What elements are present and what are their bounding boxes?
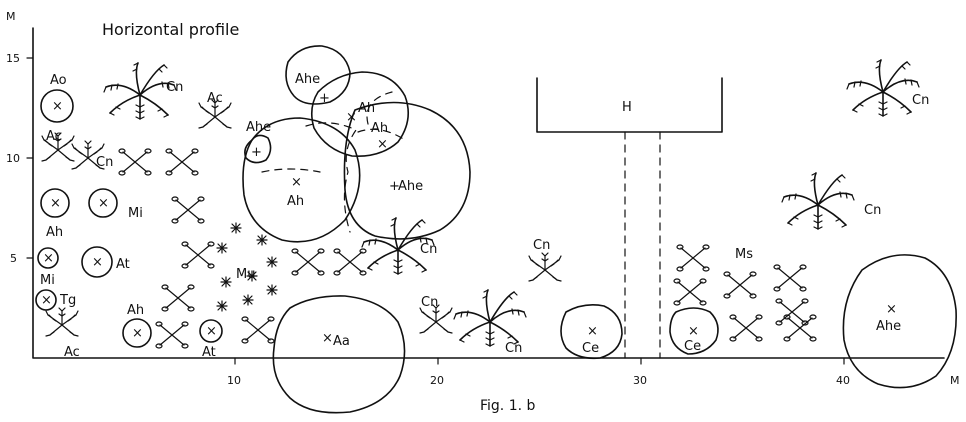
label-Ac-2: Ac bbox=[64, 345, 80, 360]
label-Cn-2: Cn bbox=[96, 155, 113, 170]
svg-text:×: × bbox=[688, 324, 699, 339]
label-Ahe-4: Ahe bbox=[876, 319, 901, 334]
label-Ahe-1: Ahe bbox=[295, 72, 320, 87]
svg-text:×: × bbox=[291, 175, 302, 190]
x-tick-10: 10 bbox=[227, 374, 241, 387]
label-Mi-1: Mi bbox=[128, 206, 143, 221]
label-Ms: Ms bbox=[735, 247, 753, 262]
y-tick-marks bbox=[26, 57, 34, 259]
label-Mi-2: Mi bbox=[40, 273, 55, 288]
label-Ah-4: Ah bbox=[358, 101, 375, 116]
diagram-title: Horizontal profile bbox=[102, 20, 239, 39]
svg-text:+: + bbox=[389, 179, 400, 194]
label-Ah-2: Ah bbox=[127, 303, 144, 318]
label-Cn-5: Cn bbox=[505, 341, 522, 356]
x-tick-30: 30 bbox=[633, 374, 647, 387]
svg-text:×: × bbox=[322, 331, 333, 346]
plant-Mi-crown-1 bbox=[88, 188, 118, 218]
svg-text:×: × bbox=[206, 324, 217, 339]
plant-Ao-crown bbox=[40, 89, 74, 123]
svg-text:×: × bbox=[41, 293, 52, 308]
building-h: H bbox=[536, 77, 723, 359]
svg-text:+: + bbox=[251, 145, 262, 160]
label-Aa: Aa bbox=[333, 334, 350, 349]
label-Cn-6: Cn bbox=[533, 238, 550, 253]
aa-crown: × Aa bbox=[272, 295, 406, 414]
label-Ah-5: Ah bbox=[371, 121, 388, 136]
x-tick-20: 20 bbox=[430, 374, 444, 387]
ce-crowns: × Ce × Ce bbox=[560, 304, 719, 360]
svg-text:×: × bbox=[50, 196, 61, 211]
bottom-left-crowns: × Ah × At bbox=[122, 303, 223, 360]
label-Ah-3: Ah bbox=[287, 194, 304, 209]
label-Cn-3: Cn bbox=[420, 242, 437, 257]
label-Ce-1: Ce bbox=[582, 341, 599, 356]
x-axis-unit: M bbox=[950, 374, 960, 387]
svg-text:+: + bbox=[319, 91, 330, 106]
plant-Ah-crown-1 bbox=[40, 188, 70, 218]
label-Ahe-2: Ahe bbox=[398, 179, 423, 194]
cn-group-upper-left: Cn Cn Ac bbox=[96, 62, 232, 170]
x-tick-40: 40 bbox=[836, 374, 850, 387]
label-At-1: At bbox=[116, 257, 130, 272]
cn-group-middle: Cn Cn Cn Cn bbox=[361, 217, 562, 356]
mu-shrubs: Mu bbox=[216, 222, 278, 312]
plant-Tg-crown bbox=[35, 289, 57, 311]
label-Ce-2: Ce bbox=[684, 339, 701, 354]
y-tick-10: 10 bbox=[6, 152, 20, 165]
label-Mu: Mu bbox=[236, 267, 255, 282]
plant-Mi-crown-2 bbox=[37, 247, 59, 269]
plant-At-crown-1 bbox=[81, 246, 113, 278]
ms-shrubs: Ms bbox=[673, 244, 817, 342]
label-Cn-1: Cn bbox=[166, 80, 183, 95]
svg-text:×: × bbox=[98, 196, 109, 211]
svg-text:×: × bbox=[132, 326, 143, 341]
label-Tg: Tg bbox=[59, 293, 76, 308]
y-tick-15: 15 bbox=[6, 52, 20, 65]
label-Ao: Ao bbox=[50, 73, 67, 88]
svg-text:×: × bbox=[587, 324, 598, 339]
left-column-plants: Ao × Ac × Ah × Mi × Mi × At × Tg Ac bbox=[35, 73, 143, 360]
figure-caption: Fig. 1. b bbox=[480, 398, 536, 414]
cn-group-right: Cn Cn Cn bbox=[781, 59, 929, 230]
label-Cn-4: Cn bbox=[421, 295, 438, 310]
svg-text:×: × bbox=[886, 302, 897, 317]
axis-lines bbox=[32, 27, 945, 359]
svg-text:×: × bbox=[92, 255, 103, 270]
label-Ahe-3: Ahe bbox=[246, 120, 271, 135]
building-label: H bbox=[622, 100, 632, 115]
svg-text:×: × bbox=[346, 110, 357, 125]
label-Ah-1: Ah bbox=[46, 225, 63, 240]
label-At-2: At bbox=[202, 345, 216, 360]
svg-text:×: × bbox=[377, 137, 388, 152]
axes: M 15 10 5 10 20 30 40 M bbox=[6, 10, 960, 387]
label-Cn-8: Cn bbox=[864, 203, 881, 218]
svg-text:×: × bbox=[43, 251, 54, 266]
label-Ac-3: Ac bbox=[207, 91, 223, 106]
svg-text:×: × bbox=[52, 99, 63, 114]
ahe-crown-right: × Ahe bbox=[842, 254, 957, 389]
label-Cn-7: Cn bbox=[912, 93, 929, 108]
y-axis-unit: M bbox=[6, 10, 16, 23]
x-tick-marks bbox=[234, 357, 845, 365]
label-Ac-1: Ac bbox=[46, 129, 62, 144]
y-tick-5: 5 bbox=[10, 252, 17, 265]
large-crowns-cluster: × Ah Ahe + Ahe Ah × + Ah × + Ahe bbox=[242, 45, 471, 243]
